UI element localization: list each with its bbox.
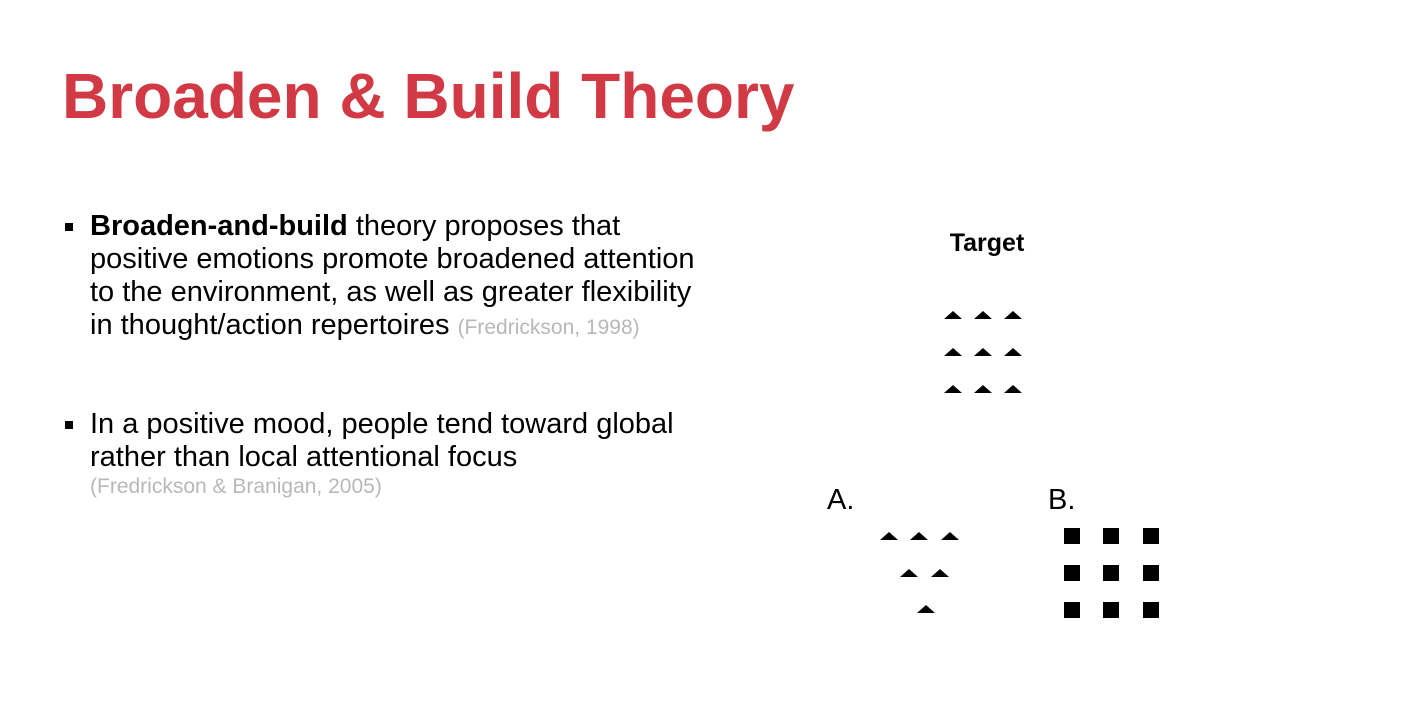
- square-icon: [1103, 565, 1119, 581]
- triangle-icon: [1004, 385, 1022, 393]
- slide-title: Broaden & Build Theory: [62, 60, 795, 132]
- bullet-body: In a positive mood, people tend toward g…: [90, 408, 674, 473]
- bullet-bold-lead: Broaden-and-build: [90, 210, 348, 242]
- bullet-list: Broaden-and-build theory proposes that p…: [62, 210, 702, 500]
- triangle-icon: [900, 569, 918, 577]
- square-icon: [1143, 565, 1159, 581]
- bullet-text: Broaden-and-build theory proposes that p…: [90, 210, 695, 341]
- target-stimulus: [944, 311, 1022, 393]
- citation: (Fredrickson, 1998): [457, 316, 640, 339]
- option-a-label: A.: [827, 484, 854, 516]
- square-bullet-icon: [65, 421, 73, 429]
- citation: (Fredrickson & Branigan, 2005): [90, 475, 382, 498]
- triangle-icon: [974, 385, 992, 393]
- option-a-stimulus: [880, 532, 959, 613]
- triangle-icon: [974, 311, 992, 319]
- triangle-icon: [910, 532, 928, 540]
- triangle-icon: [880, 532, 898, 540]
- triangle-icon: [1004, 348, 1022, 356]
- square-icon: [1103, 602, 1119, 618]
- bullet-text: In a positive mood, people tend toward g…: [90, 408, 702, 500]
- bullet-body: theory proposes that positive emotions p…: [90, 210, 695, 341]
- square-icon: [1143, 528, 1159, 544]
- square-icon: [1064, 565, 1080, 581]
- option-b-stimulus: [1064, 528, 1159, 618]
- triangle-icon: [944, 385, 962, 393]
- option-b-label: B.: [1048, 484, 1075, 516]
- square-bullet-icon: [65, 223, 73, 231]
- triangle-icon: [917, 605, 935, 613]
- square-icon: [1143, 602, 1159, 618]
- triangle-icon: [1004, 311, 1022, 319]
- bullet-item: Broaden-and-build theory proposes that p…: [62, 210, 702, 344]
- triangle-icon: [931, 569, 949, 577]
- triangle-icon: [974, 348, 992, 356]
- square-icon: [1103, 528, 1119, 544]
- triangle-icon: [941, 532, 959, 540]
- square-icon: [1064, 602, 1080, 618]
- target-label: Target: [950, 229, 1025, 257]
- square-icon: [1064, 528, 1080, 544]
- triangle-icon: [944, 311, 962, 319]
- triangle-icon: [944, 348, 962, 356]
- bullet-item: In a positive mood, people tend toward g…: [62, 408, 702, 500]
